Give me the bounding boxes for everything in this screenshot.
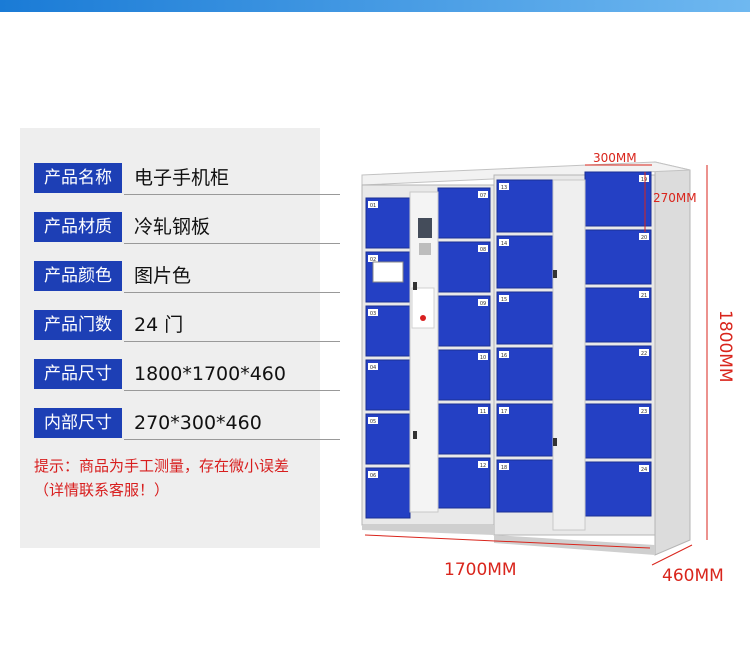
locker-number: 13 [501,185,507,191]
locker-number-tag [478,353,488,360]
spec-value: 1800*1700*460 [134,363,286,385]
locker-number: 04 [370,365,376,371]
locker-number: 23 [641,409,647,415]
spec-label: 内部尺寸 [34,408,122,438]
top-accent-gap [0,12,750,22]
spec-label: 产品材质 [34,212,122,242]
spec-label: 产品颜色 [34,261,122,291]
info-card [372,261,404,283]
locker-number-tag [478,299,488,306]
locker-number-tag [368,417,378,424]
door-width-label: 300MM [593,151,637,165]
locker-number-tag [499,295,509,302]
locker-number-tag [499,351,509,358]
spec-label: 产品名称 [34,163,122,193]
locker-number-tag [499,239,509,246]
locker-number-tag [368,309,378,316]
locker-number: 01 [370,203,376,209]
locker-column-col2: 07 08 09 10 11 12 [437,187,491,509]
dim-line-total-width [364,534,651,549]
depth-label: 460MM [662,566,724,586]
locker-number-tag [478,407,488,414]
locker-number: 06 [370,473,376,479]
locker-illustration: 01 02 03 04 05 06 07 08 09 10 11 12 13 14 15 16 17 18 1… [361,161,708,566]
spec-value: 图片色 [134,265,192,287]
spec-label: 产品门数 [34,310,122,340]
locker-number: 14 [501,241,507,247]
spec-underline [124,292,340,293]
lock-icon [553,270,557,278]
spec-value: 电子手机柜 [134,167,230,189]
locker-number-tag [499,183,509,190]
spec-value: 冷轧钢板 [134,216,211,238]
locker-number-tag [639,465,649,472]
locker-number: 15 [501,297,507,303]
locker-number-tag [639,291,649,298]
spec-underline [124,439,340,440]
locker-number: 20 [641,235,647,241]
total-width-label: 1700MM [444,560,517,580]
locker-number: 07 [480,193,486,199]
locker-number-tag [368,471,378,478]
measurement-note: 提示：商品为手工测量，存在微小误差（详情联系客服！） [34,457,290,499]
spec-underline [124,243,340,244]
locker-number: 09 [480,301,486,307]
cabinet-side-panel [654,161,691,556]
spec-underline [124,194,340,195]
right-middle-strip [552,179,586,531]
spec-label: 产品尺寸 [34,359,122,389]
locker-number: 16 [501,353,507,359]
locker-number-tag [478,461,488,468]
locker-number-tag [368,255,378,262]
locker-number-tag [639,233,649,240]
keypad [419,243,431,255]
locker-number: 22 [641,351,647,357]
locker-number-tag [499,407,509,414]
lock-icon [413,431,417,439]
locker-number-tag [639,349,649,356]
locker-number-tag [499,463,509,470]
locker-number: 19 [641,177,647,183]
locker-number: 02 [370,257,376,263]
spec-underline [124,341,340,342]
locker-number-tag [639,407,649,414]
locker-number: 21 [641,293,647,299]
locker-number: 11 [480,409,486,415]
control-panel-strip [409,191,439,513]
locker-number: 10 [480,355,486,361]
total-height-label: 1800MM [715,310,735,383]
lock-icon [553,438,557,446]
locker-number-tag [639,175,649,182]
locker-number-tag [368,363,378,370]
locker-number: 03 [370,311,376,317]
emergency-button-icon [420,315,426,321]
locker-number: 18 [501,465,507,471]
locker-number-tag [478,245,488,252]
locker-column-col4: 19 20 21 22 23 24 [584,171,652,517]
top-accent-bar [0,0,750,12]
locker-number-tag [478,191,488,198]
spec-value: 24 门 [134,314,184,336]
locker-number: 24 [641,467,647,473]
locker-number: 17 [501,409,507,415]
locker-number: 08 [480,247,486,253]
locker-number: 05 [370,419,376,425]
spec-underline [124,390,340,391]
spec-value: 270*300*460 [134,412,262,434]
sticker-label [411,287,435,329]
locker-number: 12 [480,463,486,469]
cabinet-base-left [362,525,494,535]
dim-line-depth [651,544,693,566]
cabinet-top [361,161,691,186]
lock-icon [413,282,417,290]
door-height-label: 270MM [653,191,697,205]
touch-screen [418,218,432,238]
locker-number-tag [368,201,378,208]
